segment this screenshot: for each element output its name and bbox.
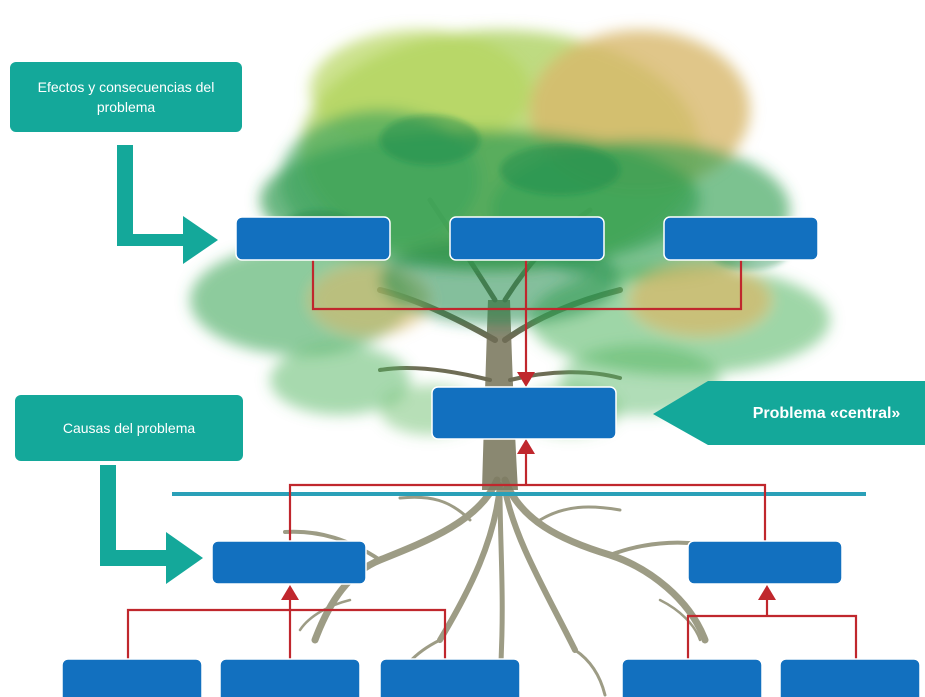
effects-label-box <box>10 62 242 132</box>
cause-box-2 <box>687 540 843 585</box>
sub-cause-boxes <box>61 658 921 697</box>
arrow-up-icon <box>758 585 776 600</box>
effect-box-3 <box>663 216 819 261</box>
effect-box-2 <box>449 216 605 261</box>
central-problem-box <box>431 386 617 440</box>
cause-box-1 <box>211 540 367 585</box>
arrow-down-icon <box>517 372 535 387</box>
arrow-up-icon <box>281 585 299 600</box>
sub-cause-box-5 <box>779 658 921 697</box>
sub-cause-box-2 <box>219 658 361 697</box>
central-label-box <box>708 381 925 445</box>
causes-connector <box>288 483 767 541</box>
cause-boxes <box>211 540 843 585</box>
tree-roots <box>283 476 722 697</box>
connector-arrowheads <box>281 372 776 600</box>
central-problem-label: Problema «central» <box>752 405 901 422</box>
effects-pointer-arrow <box>117 145 218 264</box>
sub-cause-box-4 <box>621 658 763 697</box>
central-pointer-arrow <box>653 381 708 445</box>
causes-label: Causas del problema <box>62 420 196 436</box>
right-subcauses-connector <box>686 614 858 660</box>
causes-pointer-arrow <box>100 465 203 584</box>
effect-boxes <box>235 216 819 261</box>
effect-box-1 <box>235 216 391 261</box>
effects-label: Efectos y consecuencias del problema <box>37 79 215 115</box>
arrow-up-icon <box>517 439 535 454</box>
causes-label-box <box>15 395 243 461</box>
sub-cause-box-1 <box>61 658 203 697</box>
connectors <box>126 259 858 660</box>
left-subcauses-connector <box>126 608 447 660</box>
sub-cause-box-3 <box>379 658 521 697</box>
